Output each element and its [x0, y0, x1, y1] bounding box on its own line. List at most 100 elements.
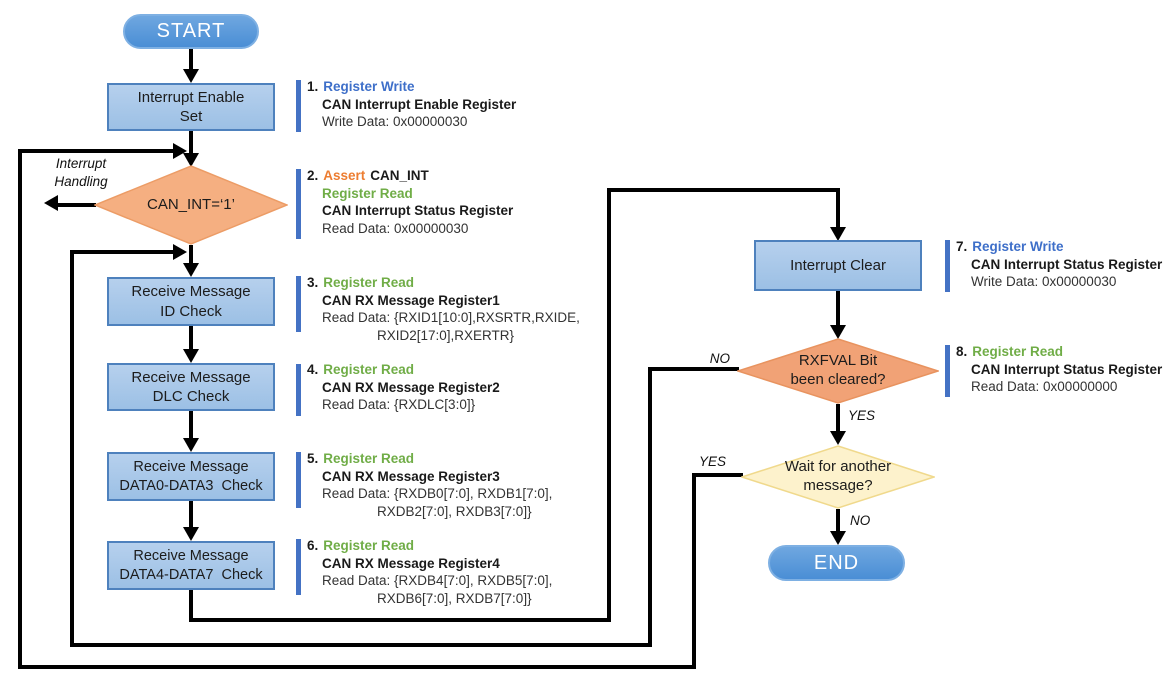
decision-label: RXFVAL Bit [798, 352, 878, 370]
annotation-number: 8. [956, 344, 968, 359]
process-label: DLC Check [152, 388, 230, 405]
process-label: DATA0-DATA3 Check [119, 477, 263, 494]
annotation-data: Write Data: 0x00000030 [322, 114, 468, 129]
annotation-1: 1. Register Write CAN Interrupt Enable Re… [307, 78, 516, 131]
arrowhead-down-icon [183, 153, 199, 167]
annotation-bar [296, 452, 301, 508]
connector-line [18, 149, 175, 153]
arrowhead-down-icon [183, 527, 199, 541]
connector-line [189, 49, 193, 69]
annotation-assert-target: CAN_INT [370, 168, 429, 183]
arrowhead-down-icon [183, 438, 199, 452]
process-label: Set [179, 108, 203, 125]
annotation-2: 2. Assert CAN_INT Register Read CAN Interr… [307, 167, 513, 237]
annotation-number: 4. [307, 362, 319, 377]
arrowhead-down-icon [830, 431, 846, 445]
annotation-action: Register Read [322, 185, 413, 201]
process-label: Interrupt Clear [790, 256, 886, 274]
process-receive-dlc-check: Receive Message DLC Check [107, 363, 275, 411]
connector-line [70, 250, 74, 647]
annotation-data: Read Data: {RXDLC[3:0]} [322, 397, 476, 412]
annotation-3: 3.Register Read CAN RX Message Register1… [307, 274, 580, 344]
connector-line [70, 250, 173, 254]
process-interrupt-clear: Interrupt Clear [754, 240, 922, 291]
annotation-data-continued: RXDB6[7:0], RXDB7[7:0]} [377, 590, 532, 606]
annotation-action: Register Read [972, 344, 1064, 359]
connector-line [58, 203, 96, 207]
annotation-register: CAN RX Message Register2 [322, 379, 500, 395]
connector-line [189, 501, 193, 527]
annotation-action: Register Write [323, 79, 415, 94]
annotation-data-continued: RXDB2[7:0], RXDB3[7:0]} [377, 503, 532, 519]
process-receive-data4-7-check: Receive Message DATA4-DATA7 Check [107, 541, 275, 590]
connector-line [836, 509, 840, 532]
process-label: Receive Message [131, 368, 251, 386]
annotation-bar [296, 276, 301, 332]
annotation-register: CAN Interrupt Status Register [322, 203, 514, 218]
connector-line [189, 131, 193, 153]
annotation-assert: Assert [323, 168, 366, 183]
connector-line [648, 367, 739, 371]
connector-line [692, 473, 696, 669]
decision-can-int: CAN_INT=‘1’ [94, 165, 288, 245]
connector-line [836, 291, 840, 325]
edge-label-wait-yes: YES [698, 454, 726, 469]
annotation-action: Register Write [972, 239, 1064, 254]
arrowhead-right-icon [173, 143, 187, 159]
annotation-number: 2. [307, 168, 319, 183]
process-interrupt-enable-set: Interrupt Enable Set [107, 83, 275, 131]
annotation-action: Register Read [323, 275, 415, 290]
end-node: END [768, 545, 905, 581]
connector-line [648, 367, 652, 647]
process-label: Receive Message [133, 458, 249, 475]
annotation-8: 8.Register Read CAN Interrupt Status Reg… [956, 343, 1162, 396]
annotation-data-continued: RXID2[17:0],RXERTR} [377, 327, 515, 343]
connector-line [189, 326, 193, 349]
arrowhead-down-icon [830, 531, 846, 545]
process-label: Receive Message [133, 547, 249, 564]
annotation-data: Read Data: {RXDB0[7:0], RXDB1[7:0], [322, 486, 553, 501]
decision-wait-another-message: Wait for another message? [741, 445, 935, 509]
annotation-number: 7. [956, 239, 968, 254]
arrowhead-down-icon [830, 325, 846, 339]
decision-label: CAN_INT=‘1’ [147, 195, 235, 213]
annotation-6: 6.Register Read CAN RX Message Register4… [307, 537, 552, 607]
process-receive-id-check: Receive Message ID Check [107, 277, 275, 326]
diamond-shape [737, 338, 939, 404]
annotation-data: Read Data: {RXID1[10:0],RXSRTR,RXIDE, [322, 310, 580, 325]
annotation-number: 1. [307, 79, 319, 94]
edge-label-interrupt-handling: Interrupt Handling [54, 156, 108, 189]
annotation-register: CAN Interrupt Status Register [971, 256, 1163, 272]
annotation-register: CAN RX Message Register4 [322, 555, 500, 571]
process-label: Interrupt Enable [137, 88, 245, 106]
process-receive-data0-3-check: Receive Message DATA0-DATA3 Check [107, 452, 275, 501]
annotation-data: Read Data: {RXDB4[7:0], RXDB5[7:0], [322, 573, 553, 588]
decision-label: been cleared? [790, 371, 886, 388]
annotation-action: Register Read [323, 451, 415, 466]
arrowhead-down-icon [183, 349, 199, 363]
annotation-register: CAN RX Message Register3 [322, 468, 500, 484]
annotation-number: 3. [307, 275, 319, 290]
annotation-bar [945, 345, 950, 397]
annotation-register: CAN Interrupt Enable Register [322, 96, 517, 112]
decision-label: Wait for another [784, 458, 892, 476]
connector-line [607, 188, 840, 192]
annotation-action: Register Read [323, 362, 415, 377]
annotation-bar [296, 539, 301, 595]
edge-label-rxfval-no: NO [709, 351, 730, 366]
connector-line [836, 404, 840, 432]
decision-label: message? [803, 477, 873, 494]
connector-line [189, 411, 193, 438]
annotation-number: 5. [307, 451, 319, 466]
connector-line [189, 245, 193, 263]
arrowhead-right-icon [173, 244, 187, 260]
connector-line [692, 473, 743, 477]
annotation-data: Read Data: 0x00000030 [322, 220, 469, 236]
process-label: Receive Message [131, 283, 251, 300]
process-label: ID Check [160, 302, 222, 320]
annotation-action: Register Read [323, 538, 415, 553]
connector-line [18, 149, 22, 669]
annotation-bar [296, 80, 301, 132]
connector-line [70, 643, 652, 647]
